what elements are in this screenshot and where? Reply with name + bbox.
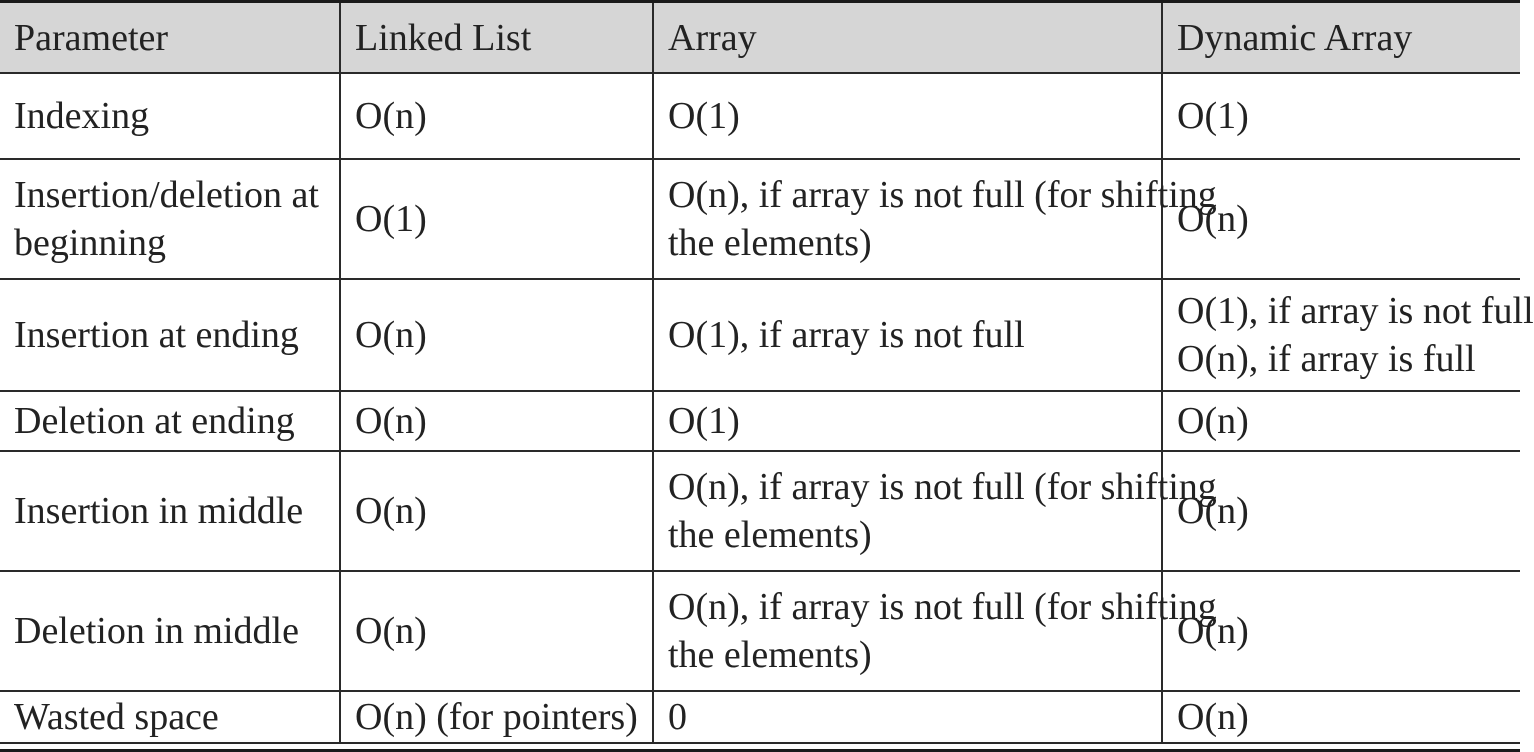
cell-array: O(n), if array is not full (for shifting… — [652, 158, 1217, 280]
cell-line: O(n) — [1177, 490, 1249, 532]
table-row: Deletion at ending O(n) O(1) O(n) — [0, 390, 1520, 452]
comparison-table: Parameter Linked List Array Dynamic Arra… — [0, 3, 1534, 744]
cell-parameter: Deletion in middle — [0, 570, 341, 692]
cell-array: O(n), if array is not full (for shifting… — [652, 570, 1217, 692]
cell-parameter: Indexing — [0, 72, 341, 160]
cell-linked-list: O(1) — [339, 158, 654, 280]
cell-linked-list: O(n) — [339, 72, 654, 160]
cell-parameter: Wasted space — [0, 690, 341, 744]
cell-line: O(n), if array is full — [1177, 338, 1476, 380]
header-row: Parameter Linked List Array Dynamic Arra… — [0, 3, 1520, 74]
cell-dynamic-array: O(1), if array is not full O(n), if arra… — [1161, 278, 1534, 392]
header-parameter: Parameter — [0, 3, 341, 74]
cell-dynamic-array: O(n) — [1161, 570, 1520, 692]
cell-dynamic-array: O(n) — [1161, 390, 1520, 452]
header-dynamic-array: Dynamic Array — [1161, 3, 1520, 74]
cell-line: O(1), if array is not full — [668, 314, 1025, 356]
header-array: Array — [652, 3, 1163, 74]
cell-dynamic-array: O(n) — [1161, 450, 1520, 572]
table-row: Insertion at ending O(n) O(1), if array … — [0, 278, 1534, 392]
cell-linked-list: O(n) — [339, 390, 654, 452]
cell-array: O(1), if array is not full — [652, 278, 1163, 392]
cell-line: O(n), if array is not full (for shifting — [668, 174, 1217, 216]
cell-parameter: Deletion at ending — [0, 390, 341, 452]
cell-linked-list: O(n) — [339, 450, 654, 572]
cell-line: O(n), if array is not full (for shifting — [668, 586, 1217, 628]
cell-line: O(n) — [1177, 696, 1249, 738]
cell-dynamic-array: O(n) — [1161, 158, 1520, 280]
cell-line: the elements) — [668, 634, 872, 676]
cell-line: O(1) — [1177, 95, 1249, 137]
cell-linked-list: O(n) — [339, 278, 654, 392]
cell-line: 0 — [668, 696, 687, 738]
cell-parameter: Insertion in middle — [0, 450, 341, 572]
cell-line: O(1), if array is not full — [1177, 290, 1534, 332]
cell-linked-list: O(n) (for pointers) — [339, 690, 654, 744]
cell-array: O(1) — [652, 72, 1163, 160]
table-row: Insertion in middle O(n) O(n), if array … — [0, 450, 1520, 572]
header-linked-list: Linked List — [339, 3, 654, 74]
cell-parameter: Insertion/deletion at beginning — [0, 158, 341, 280]
cell-line: Insertion/deletion at — [14, 174, 319, 216]
cell-parameter: Insertion at ending — [0, 278, 341, 392]
cell-line: O(1) — [668, 95, 740, 137]
cell-array: O(n), if array is not full (for shifting… — [652, 450, 1217, 572]
cell-array: O(1) — [652, 390, 1163, 452]
table-row: Deletion in middle O(n) O(n), if array i… — [0, 570, 1520, 692]
cell-line: O(n) — [1177, 198, 1249, 240]
cell-linked-list: O(n) — [339, 570, 654, 692]
cell-line: beginning — [14, 222, 166, 264]
cell-line: O(n) — [1177, 400, 1249, 442]
cell-line: O(n) — [1177, 610, 1249, 652]
cell-line: the elements) — [668, 222, 872, 264]
cell-dynamic-array: O(n) — [1161, 690, 1520, 744]
table-row: Insertion/deletion at beginning O(1) O(n… — [0, 158, 1520, 280]
cell-line: O(n), if array is not full (for shifting — [668, 466, 1217, 508]
table-row: Indexing O(n) O(1) O(1) — [0, 72, 1520, 160]
cell-dynamic-array: O(1) — [1161, 72, 1520, 160]
cell-line: the elements) — [668, 514, 872, 556]
table-row: Wasted space O(n) (for pointers) 0 O(n) — [0, 690, 1520, 744]
cell-array: 0 — [652, 690, 1163, 744]
cell-line: O(1) — [668, 400, 740, 442]
